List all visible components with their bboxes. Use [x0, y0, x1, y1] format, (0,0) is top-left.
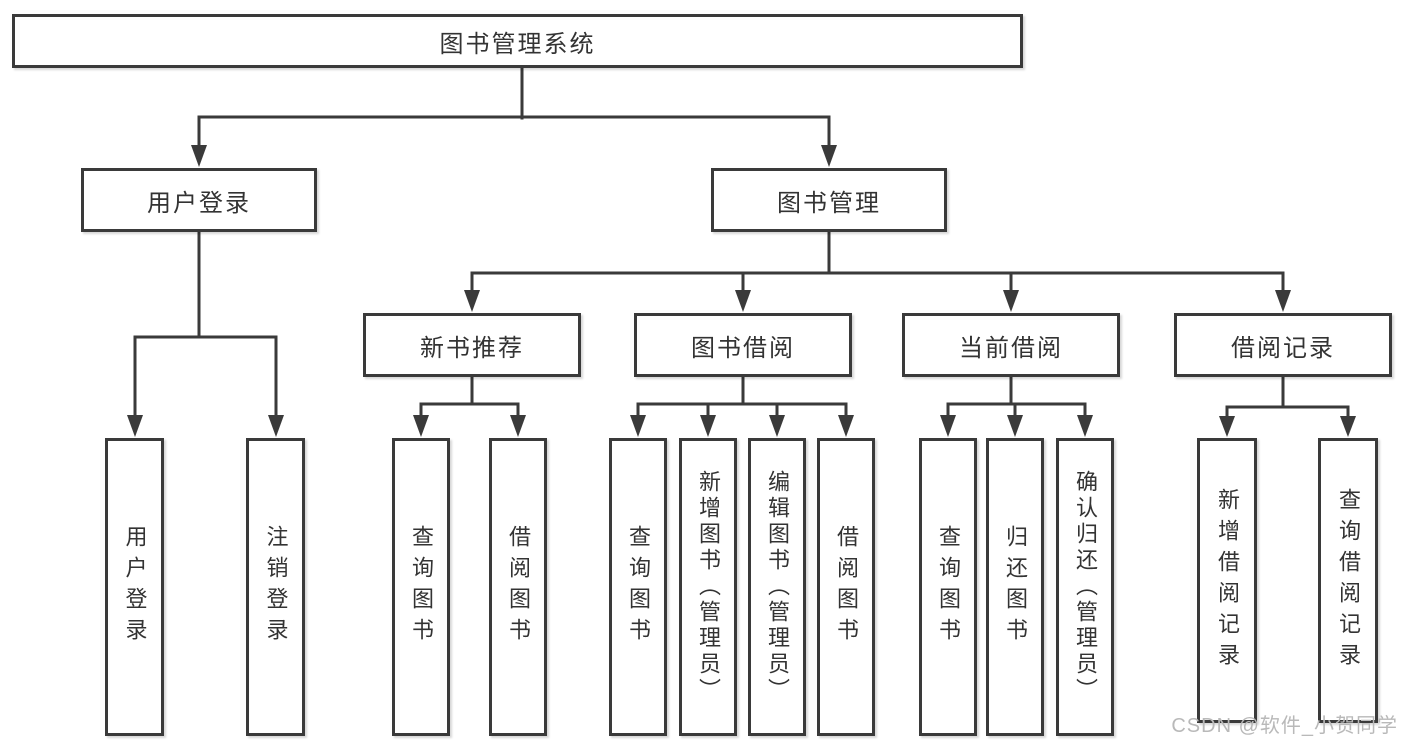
arrow-down-icon — [413, 415, 429, 437]
edge-current-split — [946, 402, 1087, 423]
arrow-down-icon — [1219, 416, 1235, 437]
leaf-query-book: 查询图书 — [392, 438, 450, 736]
edge-newrec-split — [419, 402, 520, 423]
arrow-down-icon — [940, 415, 956, 437]
arrow-down-icon — [735, 290, 751, 312]
node-book-management: 图书管理 — [711, 168, 947, 232]
edge-level1-split — [197, 115, 831, 152]
arrow-down-icon — [821, 145, 837, 167]
node-user-login: 用户登录 — [81, 168, 317, 232]
arrow-down-icon — [1003, 290, 1019, 312]
node-book-borrowing: 图书借阅 — [634, 313, 852, 377]
arrow-down-icon — [1077, 415, 1093, 437]
arrow-down-icon — [464, 290, 480, 312]
node-library-management-system: 图书管理系统 — [12, 14, 1023, 68]
edge-borrow-split — [636, 402, 848, 423]
edge-userlogin-split — [133, 335, 278, 424]
arrow-down-icon — [127, 415, 143, 437]
node-current-borrowing: 当前借阅 — [902, 313, 1120, 377]
arrow-down-icon — [191, 145, 207, 167]
arrow-down-icon — [769, 415, 785, 437]
edge-records-split — [1225, 405, 1350, 424]
node-new-book-recommend: 新书推荐 — [363, 313, 581, 377]
node-borrow-records: 借阅记录 — [1174, 313, 1392, 377]
leaf-user-login: 用户登录 — [105, 438, 164, 736]
arrow-down-icon — [700, 415, 716, 437]
leaf-add-borrow-record: 新增借阅记录 — [1197, 438, 1257, 723]
arrow-down-icon — [1340, 416, 1356, 437]
arrow-down-icon — [510, 415, 526, 437]
arrow-down-icon — [838, 415, 854, 437]
leaf-borrow-book: 借阅图书 — [817, 438, 875, 736]
leaf-edit-book-admin: 编辑图书（管理员） — [748, 438, 806, 736]
watermark-text: CSDN @软件_小贺同学 — [1171, 715, 1398, 737]
leaf-borrow-book: 借阅图书 — [489, 438, 547, 736]
leaf-confirm-return-admin: 确认归还（管理员） — [1056, 438, 1114, 736]
leaf-add-book-admin: 新增图书（管理员） — [679, 438, 737, 736]
leaf-return-book: 归还图书 — [986, 438, 1044, 736]
leaf-logout: 注销登录 — [246, 438, 305, 736]
arrow-down-icon — [1275, 290, 1291, 312]
arrow-down-icon — [268, 415, 284, 437]
arrow-down-icon — [1007, 415, 1023, 437]
edge-level2-split — [470, 271, 1285, 298]
leaf-query-book: 查询图书 — [919, 438, 977, 736]
leaf-query-book: 查询图书 — [609, 438, 667, 736]
leaf-query-borrow-record: 查询借阅记录 — [1318, 438, 1378, 723]
arrow-down-icon — [630, 415, 646, 437]
